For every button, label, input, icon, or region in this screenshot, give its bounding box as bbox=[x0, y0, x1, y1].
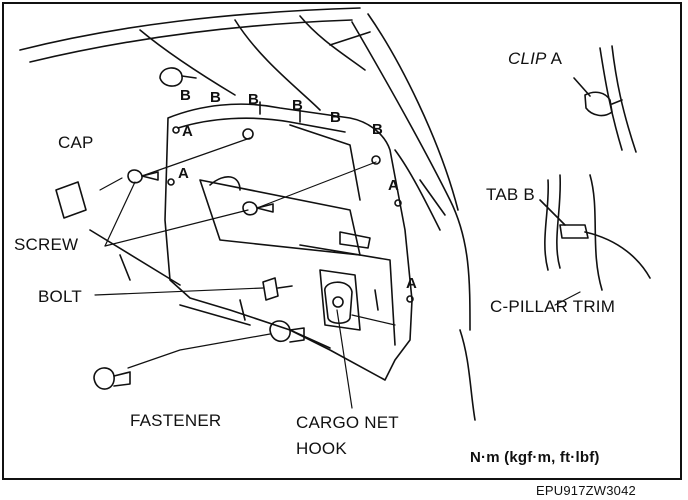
clip-a-detail bbox=[573, 45, 637, 153]
location-mark-b: B bbox=[248, 91, 260, 108]
quarter-trim-panel bbox=[164, 103, 446, 381]
clip-markers bbox=[167, 101, 414, 303]
cargo-net-hook-label-line1: CARGO NET bbox=[296, 413, 399, 432]
location-mark-b: B bbox=[330, 109, 342, 126]
location-mark-b: B bbox=[210, 89, 222, 106]
leader-lines bbox=[94, 137, 581, 409]
tab-b-label: TAB B bbox=[486, 185, 535, 204]
location-mark-b: B bbox=[372, 121, 384, 138]
clip-a-label: CLIP A bbox=[508, 50, 562, 67]
cargo-net-hook-part bbox=[324, 281, 353, 325]
tab-b-detail bbox=[539, 174, 651, 291]
vehicle-body-outline bbox=[19, 7, 476, 421]
location-mark-a: A bbox=[178, 165, 190, 182]
cap-label: CAP bbox=[58, 133, 94, 152]
c-pillar-trim-label: C-PILLAR TRIM bbox=[490, 297, 616, 316]
fastener-label: FASTENER bbox=[130, 411, 222, 430]
cargo-net-hook-label-line2: HOOK bbox=[296, 439, 347, 458]
top-clip-part bbox=[159, 67, 197, 87]
fastener-parts bbox=[93, 320, 305, 390]
clip-a-word: CLIP bbox=[508, 49, 547, 68]
screw-label: SCREW bbox=[14, 235, 79, 254]
location-mark-a: A bbox=[182, 123, 194, 140]
torque-units-note: N·m (kgf·m, ft·lbf) bbox=[470, 449, 600, 466]
bolt-label: BOLT bbox=[38, 287, 82, 306]
location-mark-a: A bbox=[388, 177, 400, 194]
clip-a-letter: A bbox=[550, 49, 563, 68]
bolt-part bbox=[262, 277, 293, 301]
location-mark-b: B bbox=[180, 87, 192, 104]
figure-border bbox=[2, 2, 682, 480]
location-mark-b: B bbox=[292, 97, 304, 114]
location-mark-a: A bbox=[406, 275, 418, 292]
cap-part bbox=[55, 181, 87, 219]
figure-code: EPU917ZW3042 bbox=[536, 483, 636, 498]
